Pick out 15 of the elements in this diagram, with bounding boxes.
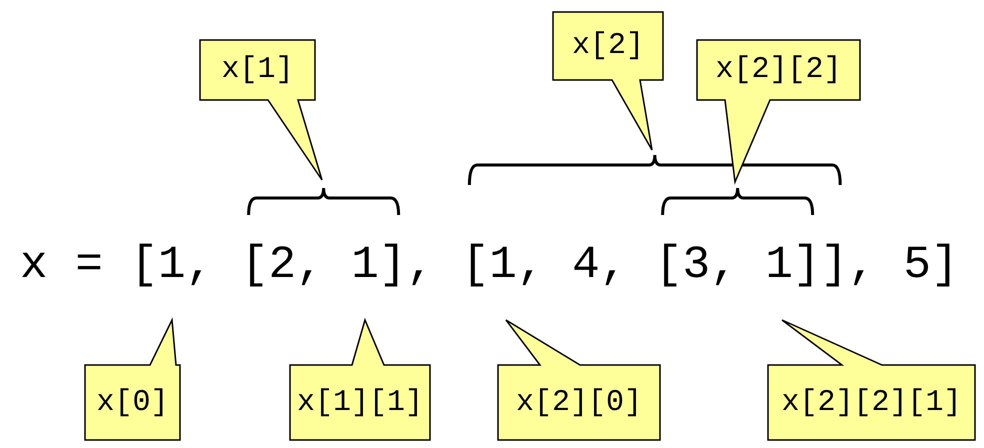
callout-bubble (553, 12, 663, 150)
expression-text: x = [1, [2, 1], [1, 4, [3, 1]], 5] (20, 238, 959, 293)
callout-label: x[2][2] (714, 53, 843, 87)
callout-bubble (498, 320, 660, 440)
callout-bubble (697, 40, 860, 182)
callout-bubble (85, 320, 180, 440)
callout-label: x[2][2][1] (780, 386, 963, 420)
callout-label: x[2][0] (514, 386, 644, 420)
callout-bubble (768, 320, 975, 440)
callout-label: x[1][1] (296, 386, 424, 420)
callout-bubble (200, 40, 322, 180)
callout-label: x[0] (95, 386, 170, 420)
callout-bubble (290, 320, 430, 440)
callout-label: x[1] (220, 53, 294, 87)
callout-label: x[2] (570, 29, 645, 63)
